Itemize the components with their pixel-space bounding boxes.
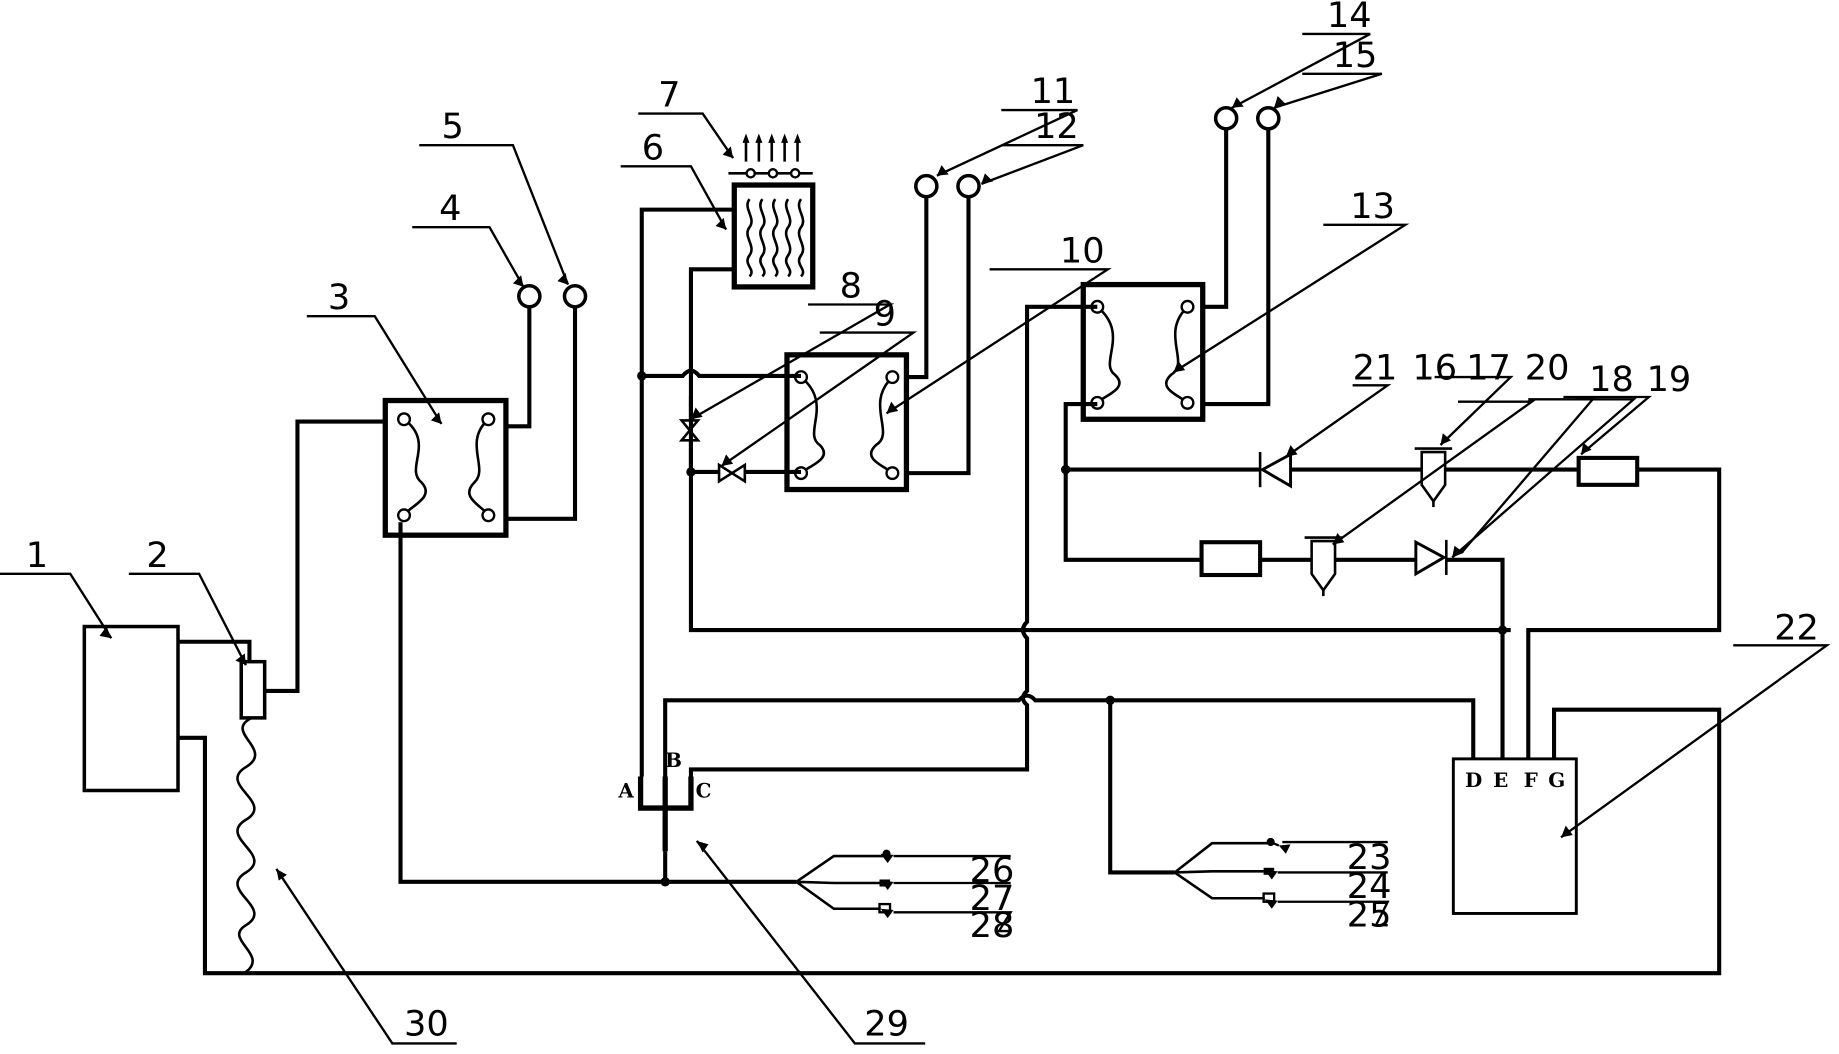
label-9: 9 — [874, 294, 896, 335]
controller-22 — [1451, 757, 1578, 915]
label-17: 17 — [1466, 347, 1511, 388]
label-21: 21 — [1353, 347, 1398, 388]
label-13: 13 — [1350, 186, 1395, 227]
component-19 — [1576, 455, 1640, 487]
label-2: 2 — [146, 535, 168, 576]
label-14: 14 — [1327, 0, 1372, 36]
label-30: 30 — [404, 1003, 449, 1044]
controller-port-g: G — [1548, 768, 1565, 792]
label-18: 18 — [1589, 359, 1634, 400]
label-22: 22 — [1774, 607, 1819, 648]
label-5: 5 — [442, 106, 464, 147]
gauge-4 — [517, 283, 542, 309]
unit-1-box — [82, 624, 180, 793]
valve-port-c: C — [696, 779, 712, 803]
fan-7 — [728, 133, 813, 179]
junction-dots — [637, 371, 1508, 887]
label-29: 29 — [864, 1003, 909, 1044]
label-24: 24 — [1347, 866, 1392, 907]
label-23: 23 — [1347, 837, 1392, 878]
leader-arrowheads — [99, 96, 1592, 919]
label-16: 16 — [1412, 347, 1457, 388]
check-valve-18 — [1414, 539, 1448, 577]
label-7: 7 — [658, 75, 680, 116]
piping — [178, 207, 1722, 976]
label-10: 10 — [1060, 230, 1105, 271]
valve-port-b: B — [665, 748, 682, 772]
flexible-hose-30 — [236, 716, 257, 974]
valve-9 — [717, 462, 747, 484]
valve-port-a: A — [617, 779, 634, 803]
gauge-12 — [956, 173, 981, 199]
label-26: 26 — [970, 850, 1015, 891]
gauge-15 — [1256, 105, 1281, 131]
label-12: 12 — [1034, 106, 1079, 147]
filter-20 — [1414, 447, 1453, 508]
label-4: 4 — [439, 188, 461, 229]
gauge-11 — [914, 173, 939, 199]
gauge-14 — [1213, 105, 1239, 131]
label-6: 6 — [642, 127, 664, 168]
controller-port-d: D — [1465, 768, 1482, 792]
label-1: 1 — [26, 535, 48, 576]
label-25: 25 — [1347, 894, 1392, 935]
three-way-valve-29 — [637, 776, 694, 852]
label-28: 28 — [970, 905, 1015, 946]
leader-lines — [0, 32, 1831, 1045]
label-15: 15 — [1333, 35, 1378, 76]
filter-17 — [1304, 536, 1343, 597]
controller-port-e: E — [1493, 768, 1508, 792]
device-2-box — [239, 659, 267, 720]
label-20: 20 — [1525, 347, 1570, 388]
component-16 — [1199, 540, 1263, 578]
label-11: 11 — [1031, 71, 1076, 112]
gauge-5 — [562, 283, 588, 309]
label-27: 27 — [970, 878, 1015, 919]
controller-port-f: F — [1524, 768, 1538, 792]
label-8: 8 — [840, 265, 862, 306]
label-3: 3 — [328, 277, 350, 318]
check-valve-21 — [1258, 451, 1293, 489]
label-19: 19 — [1647, 359, 1692, 400]
